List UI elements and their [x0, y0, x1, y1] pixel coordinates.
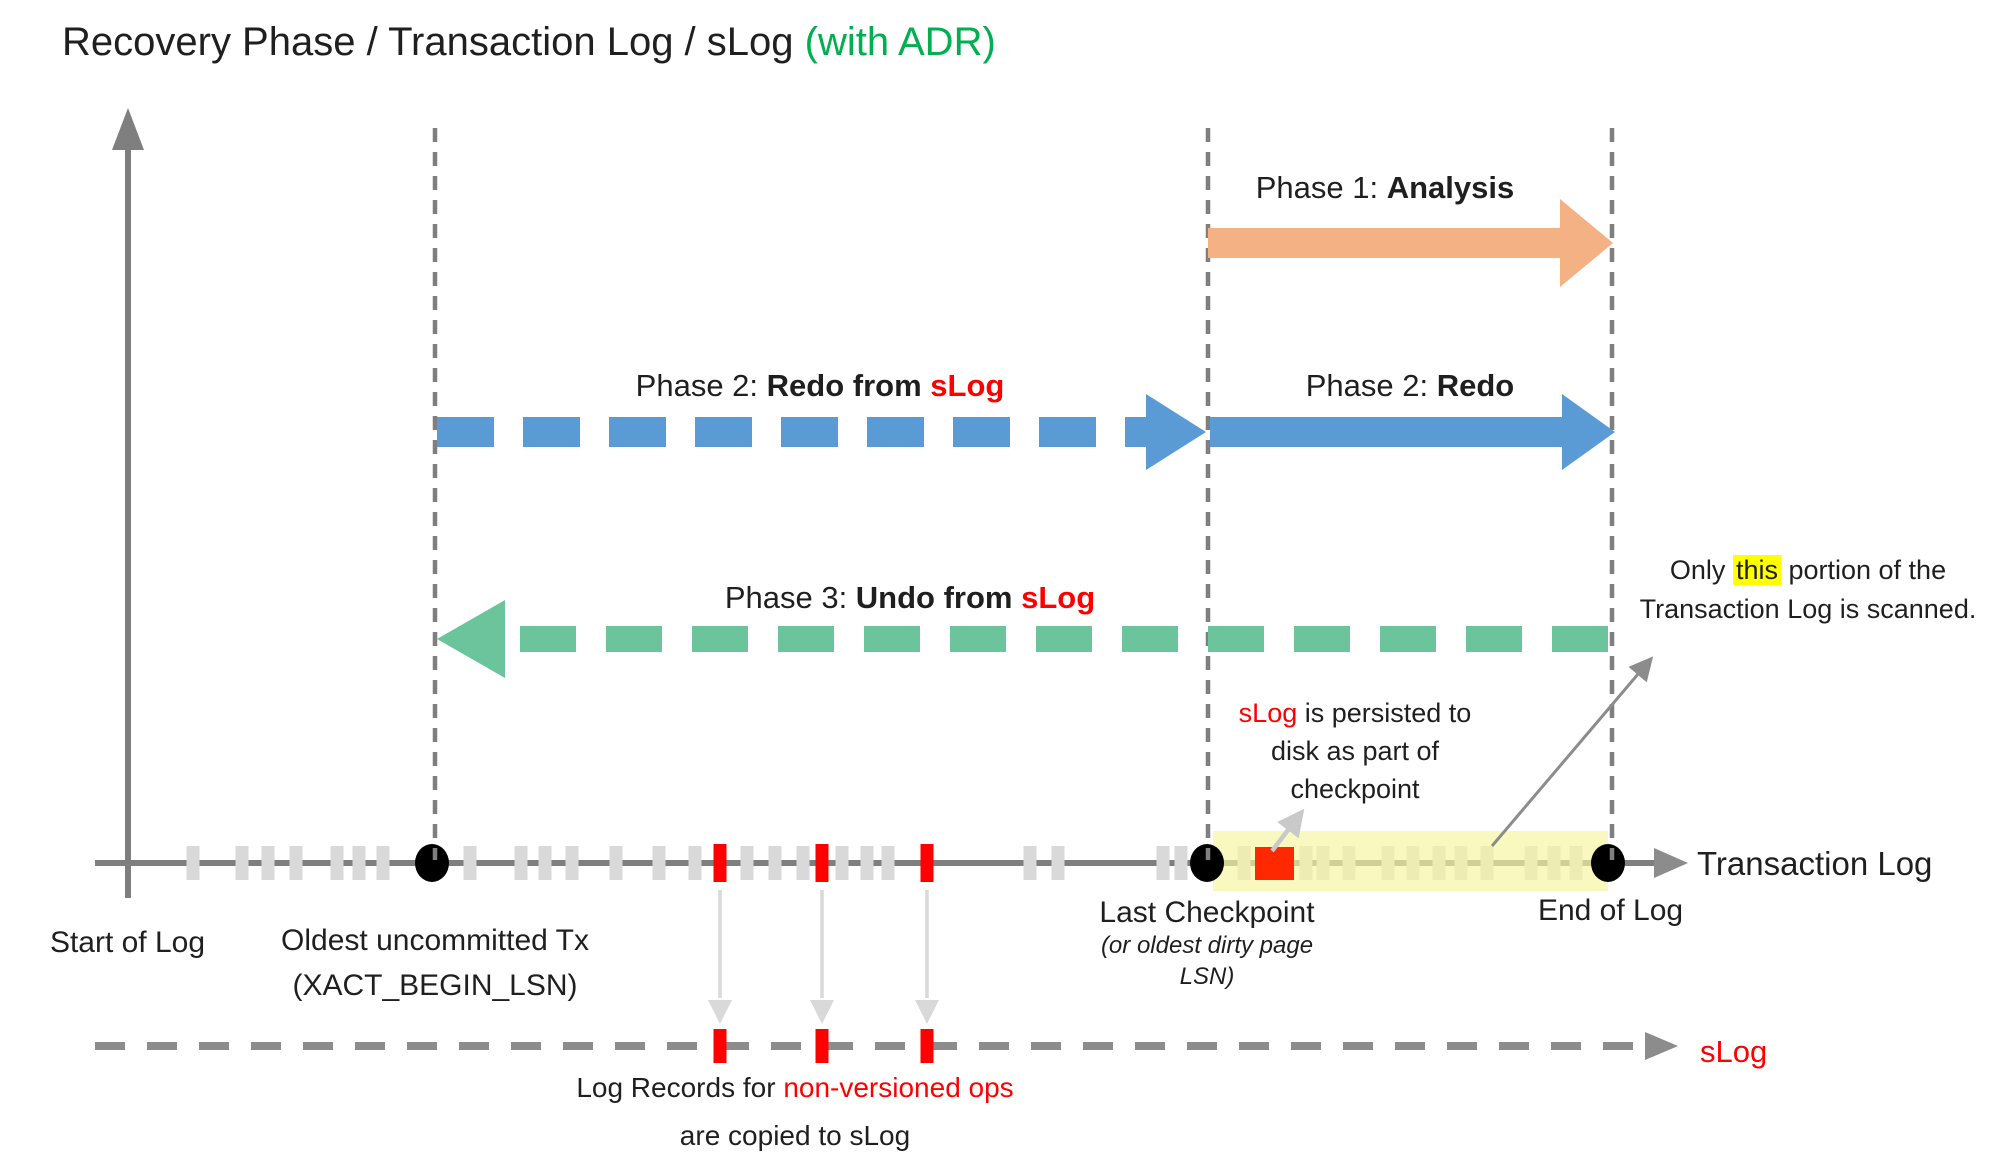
timeline-dot	[415, 844, 449, 882]
slog-axis-label: sLog	[1700, 1034, 1768, 1069]
log-tick	[796, 846, 810, 880]
log-tick	[1156, 846, 1170, 880]
oldest-tx-line2: (XACT_BEGIN_LSN)	[292, 969, 578, 1002]
phase2-slog-label: Phase 2: Redo from sLog	[520, 368, 1120, 404]
phase1-analysis-arrow	[1208, 199, 1613, 287]
last-checkpoint-label: Last Checkpoint (or oldest dirty page LS…	[1057, 896, 1357, 992]
log-tick	[289, 846, 303, 880]
timeline-markers	[415, 844, 1625, 882]
copy-note: Log Records for non-versioned ops are co…	[495, 1064, 1095, 1152]
slog-record-ticks	[713, 1029, 934, 1063]
scanned-portion-pointer-arrow	[1490, 656, 1654, 847]
phase2-slog-prefix: Phase 2:	[635, 368, 767, 403]
phase3-red: sLog	[1021, 580, 1096, 615]
log-tick	[352, 846, 366, 880]
page-title: Recovery Phase / Transaction Log / sLog …	[62, 20, 996, 65]
phase2-arrowhead-icon	[1562, 394, 1615, 470]
checkpoint-line3: LSN)	[1179, 963, 1235, 990]
slog-record-tick	[815, 1029, 829, 1063]
scanned-portion-note-line2: Transaction Log is scanned.	[1639, 594, 1977, 624]
copy-note-line2: are copied to sLog	[679, 1120, 911, 1151]
non-versioned-op-tick	[920, 844, 934, 882]
log-tick	[860, 846, 874, 880]
copy-note-pre: Log Records for	[576, 1072, 784, 1103]
phase2-slog-name: Redo from	[766, 368, 931, 403]
scanned-portion-note: Only this portion of the Transaction Log…	[1608, 551, 2001, 629]
slog-persist-note: sLog is persisted to disk as part of che…	[1205, 694, 1505, 808]
phase2-redo-from-slog-arrow	[437, 394, 1206, 470]
oldest-tx-label: Oldest uncommitted Tx (XACT_BEGIN_LSN)	[225, 918, 645, 1008]
phase2-label: Phase 2: Redo	[1210, 368, 1610, 404]
persist-note-line1: sLog is persisted to	[1205, 694, 1505, 732]
copy-note-line1: Log Records for non-versioned ops	[495, 1064, 1095, 1112]
non-versioned-op-tick	[713, 844, 727, 882]
persisted-slog-block	[1255, 847, 1294, 880]
y-axis-arrowhead-icon	[112, 108, 144, 150]
persist-note-rest: is persisted to	[1297, 698, 1472, 728]
phase3-undo-arrow	[437, 600, 1608, 678]
scan-note-highlight: this	[1732, 555, 1781, 585]
phase1-prefix: Phase 1:	[1255, 170, 1387, 205]
timeline-dot	[1190, 844, 1224, 882]
phase2-prefix: Phase 2:	[1305, 368, 1437, 403]
log-tick	[740, 846, 754, 880]
transaction-log-arrowhead-icon	[1654, 848, 1688, 878]
start-of-log-label: Start of Log	[49, 926, 206, 959]
phase1-arrowhead-icon	[1560, 199, 1613, 287]
end-of-log-label: End of Log	[1537, 894, 1684, 927]
phase1-name: Analysis	[1386, 170, 1515, 205]
log-tick	[1023, 846, 1037, 880]
log-tick	[235, 846, 249, 880]
log-tick	[261, 846, 275, 880]
slog-arrowhead-icon	[1645, 1032, 1678, 1060]
slog-record-tick	[920, 1029, 934, 1063]
log-tick	[835, 846, 849, 880]
title-adr: (with ADR)	[804, 20, 996, 64]
log-tick	[688, 846, 702, 880]
phase1-label: Phase 1: Analysis	[1185, 170, 1585, 206]
non-versioned-op-tick	[815, 844, 829, 882]
checkpoint-line2: (or oldest dirty page	[1100, 932, 1314, 959]
persist-note-line3: checkpoint	[1290, 774, 1420, 804]
log-tick	[376, 846, 390, 880]
transaction-log-axis-label: Transaction Log	[1697, 845, 1933, 882]
copy-note-red: non-versioned ops	[783, 1072, 1014, 1103]
log-tick	[538, 846, 552, 880]
phase2-slog-arrowhead-icon	[1146, 394, 1206, 470]
log-tick	[514, 846, 528, 880]
copy-arrowhead-icon	[708, 1000, 732, 1024]
log-tick	[609, 846, 623, 880]
persist-note-line2: disk as part of	[1270, 736, 1440, 766]
phase2-name: Redo	[1436, 368, 1515, 403]
persist-pointer-arrow	[1270, 808, 1305, 853]
log-tick	[565, 846, 579, 880]
copy-to-slog-arrows	[708, 890, 939, 1024]
log-tick	[881, 846, 895, 880]
slog-record-tick	[713, 1029, 727, 1063]
oldest-tx-line1: Oldest uncommitted Tx	[281, 924, 589, 957]
phase3-arrowhead-icon	[437, 600, 505, 678]
log-tick	[1174, 846, 1188, 880]
phase2-redo-arrow	[1210, 394, 1615, 470]
copy-arrowhead-icon	[915, 1000, 939, 1024]
phase3-name: Undo from	[855, 580, 1022, 615]
phase2-slog-red: sLog	[930, 368, 1005, 403]
log-tick	[463, 846, 477, 880]
log-tick	[1051, 846, 1065, 880]
scan-note-pre: Only	[1669, 555, 1733, 585]
persist-note-slog: sLog	[1238, 698, 1298, 728]
log-tick	[768, 846, 782, 880]
title-main: Recovery Phase / Transaction Log / sLog	[62, 20, 805, 64]
phase3-prefix: Phase 3:	[724, 580, 856, 615]
scan-note-post: portion of the	[1780, 555, 1947, 585]
log-tick	[652, 846, 666, 880]
phase3-label: Phase 3: Undo from sLog	[610, 580, 1210, 616]
log-tick	[330, 846, 344, 880]
scanned-portion-note-line1: Only this portion of the	[1608, 551, 2001, 590]
log-tick	[186, 846, 200, 880]
checkpoint-line1: Last Checkpoint	[1099, 896, 1315, 929]
copy-arrowhead-icon	[810, 1000, 834, 1024]
timeline-dot	[1591, 844, 1625, 882]
